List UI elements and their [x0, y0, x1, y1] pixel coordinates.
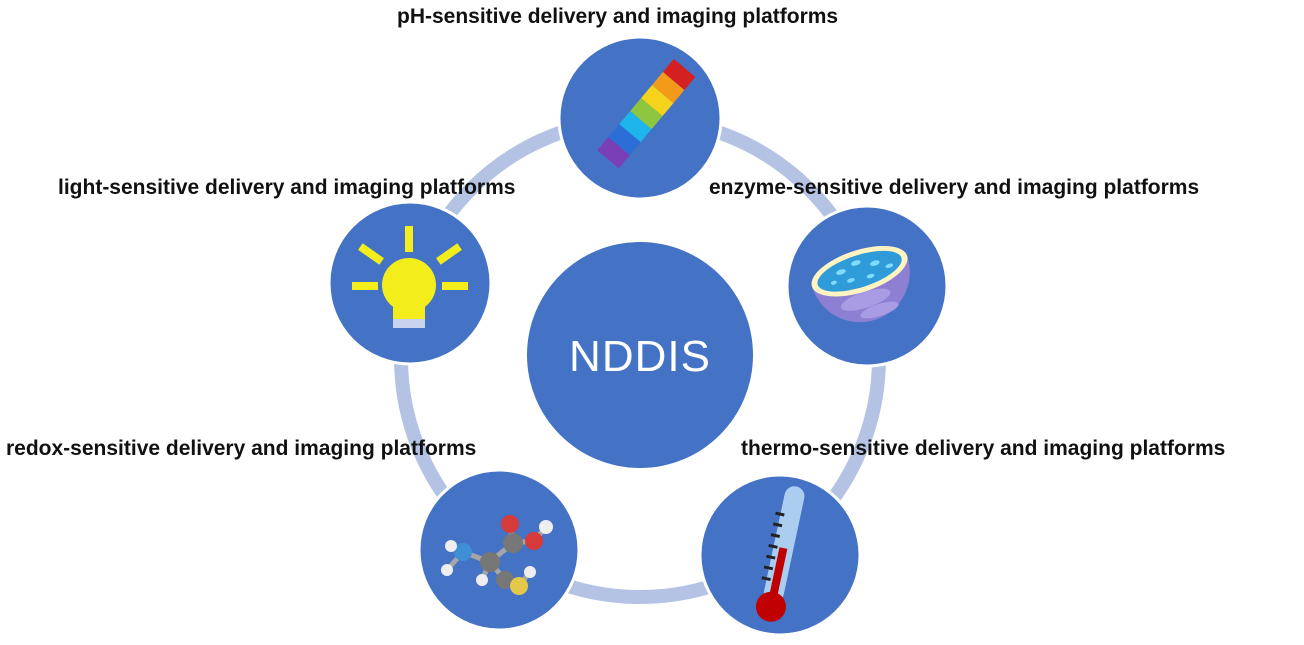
enzyme-platform-label: enzyme-sensitive delivery and imaging pl… — [709, 176, 1200, 199]
redox-node — [417, 468, 581, 632]
molecule-icon — [441, 515, 553, 595]
redox-platform-label: redox-sensitive delivery and imaging pla… — [6, 437, 477, 460]
ph-node — [557, 35, 723, 201]
light-platform-label: light-sensitive delivery and imaging pla… — [58, 176, 516, 199]
ph-strip-icon — [597, 59, 696, 169]
thermo-node — [698, 473, 862, 637]
center-node: NDDIS — [527, 242, 753, 468]
cell-bowl-icon — [811, 245, 910, 323]
light-node — [327, 200, 493, 366]
light-bulb-icon — [352, 226, 468, 328]
thermo-platform-label: thermo-sensitive delivery and imaging pl… — [741, 437, 1226, 460]
thermometer-icon — [755, 486, 805, 622]
enzyme-node — [785, 204, 949, 368]
center-label: NDDIS — [569, 332, 711, 381]
ph-platform-label: pH-sensitive delivery and imaging platfo… — [397, 5, 839, 28]
